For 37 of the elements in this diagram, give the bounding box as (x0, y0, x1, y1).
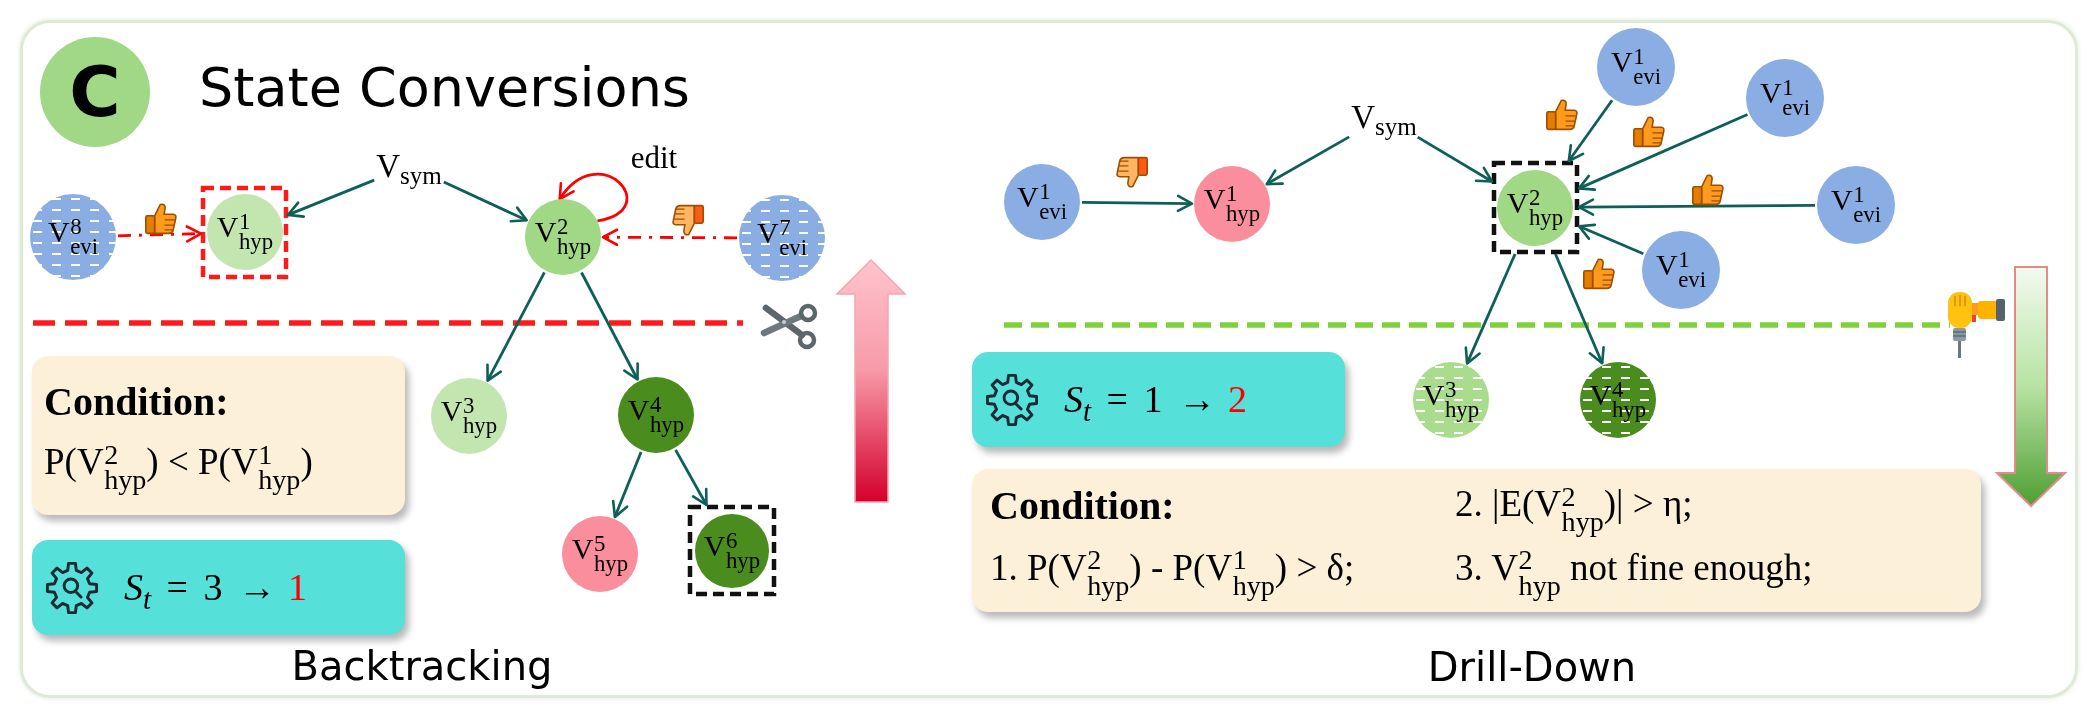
arrow (1577, 113, 1749, 191)
condition-formula: P(V$^{2}$$_{hyp}$) < P(V$^{1}$$_{hyp}$) (44, 440, 313, 493)
arrow (443, 180, 528, 223)
condition-formula: 2. |E(V$^{2}$$_{hyp}$)| > η; (1455, 483, 1693, 535)
arrow (486, 271, 546, 382)
arrow (611, 451, 643, 519)
arrow (1577, 223, 1644, 256)
arrow (1554, 253, 1605, 365)
state-formula: S$_{t}$ = 3 → (124, 566, 276, 609)
condition-card (972, 469, 1981, 612)
arrow (601, 228, 737, 247)
state-card (32, 540, 405, 635)
node-circle (207, 194, 283, 270)
arrow (117, 225, 203, 243)
state-card (972, 352, 1345, 447)
arrow (1464, 253, 1517, 365)
arrow (1417, 135, 1494, 183)
arrow (286, 178, 375, 218)
arrow (1082, 194, 1194, 213)
arrow (580, 271, 639, 381)
arrow (674, 449, 708, 507)
node-circle (1497, 170, 1573, 246)
condition-card (32, 356, 405, 515)
section-caption: Drill-Down (1427, 645, 1637, 689)
state-value: 2 (1227, 378, 1247, 421)
condition-heading: Condition: (990, 483, 1175, 530)
diagram-title: State Conversions (199, 58, 690, 118)
node-circle (695, 514, 769, 588)
state-value: 1 (287, 566, 307, 609)
condition-heading: Condition: (44, 378, 229, 425)
arrow (1577, 198, 1815, 216)
arrow (1567, 99, 1614, 163)
loop-arrow (558, 173, 629, 223)
section-letter: C (69, 57, 121, 127)
state-formula: S$_{t}$ = 1 → (1064, 378, 1216, 421)
section-caption: Backtracking (291, 644, 553, 688)
arrow (1265, 135, 1350, 186)
